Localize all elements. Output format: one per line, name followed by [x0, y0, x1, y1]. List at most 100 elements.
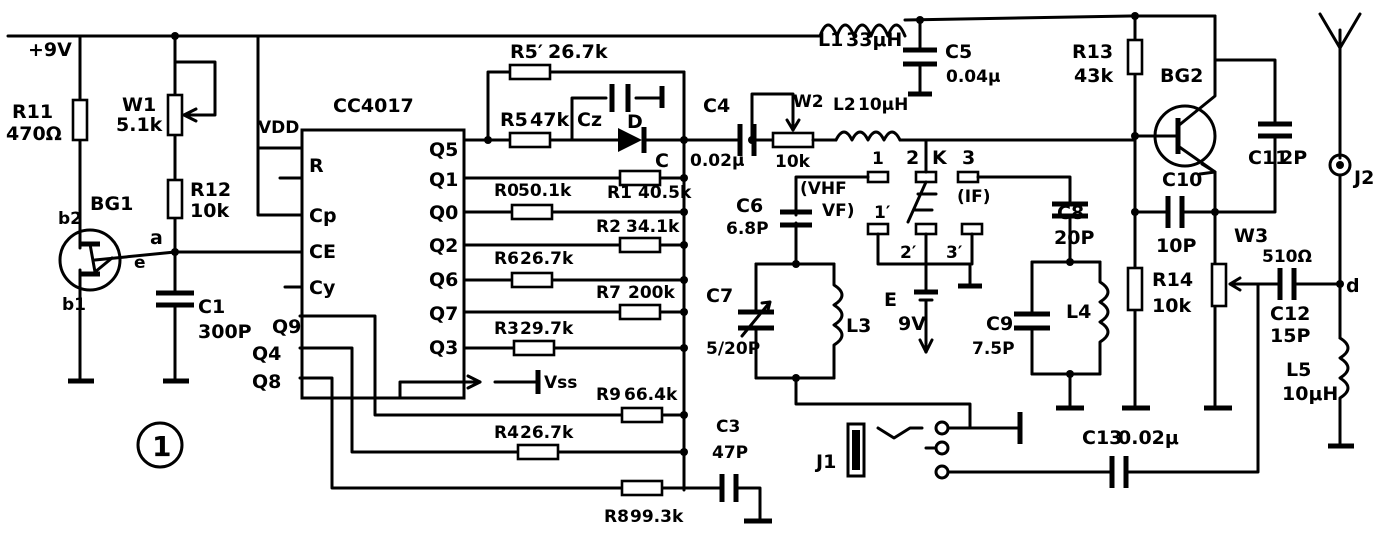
- pin-Q4: Q4: [252, 343, 281, 365]
- j2-label: J2: [1352, 167, 1374, 189]
- node-c: C: [655, 150, 669, 172]
- l3-label: L3: [846, 315, 871, 337]
- c11-label: C11: [1248, 147, 1288, 169]
- r0-value: 50.1k: [518, 181, 572, 201]
- pin-Q9: Q9: [272, 316, 301, 338]
- w1-potentiometer: [166, 93, 184, 137]
- c8-capacitor: [1052, 201, 1088, 219]
- rf-oscillator: [1122, 12, 1362, 449]
- w1-value: 5.1k: [116, 114, 163, 136]
- c9-capacitor: [1014, 311, 1050, 331]
- r6-resistor: [510, 271, 554, 289]
- r8-label: R8: [604, 507, 629, 527]
- pin-Q2: Q2: [429, 235, 458, 257]
- switch-vhf: (VHF: [800, 179, 847, 199]
- r11-label: R11: [12, 101, 53, 123]
- w3-label: W3: [1234, 225, 1268, 247]
- c5-value: 0.04μ: [946, 67, 1000, 87]
- switch-pos-3p: 3′: [946, 243, 963, 263]
- c9-label: C9: [986, 313, 1013, 335]
- r5-value: 47k: [530, 109, 569, 131]
- r4-label: R4: [494, 423, 519, 443]
- switch-pos-1: 1: [872, 149, 884, 169]
- r14-label: R14: [1152, 269, 1193, 291]
- j1-label: J1: [814, 451, 836, 473]
- r2-value: 34.1k: [626, 217, 680, 237]
- w3-value: 510Ω: [1262, 247, 1312, 267]
- r1-resistor: [618, 169, 662, 187]
- r1-value: 40.5k: [638, 183, 692, 203]
- c10-label: C10: [1162, 169, 1202, 191]
- resistor-ladder: [298, 63, 772, 524]
- l3-inductor: [832, 262, 844, 380]
- r2-resistor: [618, 236, 662, 254]
- pin-Q1: Q1: [429, 169, 458, 191]
- c9-value: 7.5P: [972, 339, 1015, 359]
- figure-number-circle: [136, 421, 184, 469]
- r11-value: 470Ω: [6, 123, 62, 145]
- r3-label: R3: [494, 319, 519, 339]
- w2-potentiometer: [771, 131, 815, 149]
- c8-label: C8: [1057, 202, 1084, 224]
- l1-value: 33μH: [846, 29, 902, 51]
- c1-label: C1: [198, 296, 225, 318]
- pin-Cp: Cp: [309, 205, 337, 227]
- c1-capacitor: [156, 290, 194, 308]
- r6-value: 26.7k: [520, 249, 574, 269]
- r8-resistor: [620, 479, 664, 497]
- r9-label: R9: [596, 385, 621, 405]
- r0-resistor: [510, 203, 554, 221]
- l2-inductor: [834, 130, 902, 142]
- l2-label: L2: [833, 95, 856, 115]
- c11-value: 2P: [1280, 147, 1307, 169]
- r1-label: R1: [607, 183, 632, 203]
- r12-value: 10k: [190, 200, 229, 222]
- r11-resistor: [71, 98, 89, 142]
- diode-d: [618, 128, 642, 152]
- r9-resistor: [620, 406, 664, 424]
- c1-value: 300P: [198, 321, 252, 343]
- c4-value: 0.02μ: [690, 151, 744, 171]
- ic-vss: Vss: [544, 373, 577, 393]
- r5p-value: 26.7k: [548, 41, 608, 63]
- r5p-resistor: [508, 63, 552, 81]
- switch-pos-2: 2: [906, 147, 919, 169]
- c8-value: 20P: [1054, 227, 1094, 249]
- w2-label: W2: [793, 92, 824, 112]
- r12-label: R12: [190, 179, 231, 201]
- bg1-label: BG1: [90, 193, 133, 215]
- r5-label: R5: [500, 109, 528, 131]
- c13-label: C13: [1082, 427, 1122, 449]
- c13-value: 0.02μ: [1118, 427, 1179, 449]
- bg1-e: e: [134, 253, 146, 273]
- r13-resistor: [1126, 38, 1144, 76]
- battery-label: E: [884, 289, 897, 311]
- supply-rail: [6, 14, 1217, 38]
- bg1-transistor: [58, 228, 177, 292]
- j1-and-c13: [846, 282, 1260, 488]
- c6-capacitor: [780, 209, 812, 228]
- c7-label: C7: [706, 285, 733, 307]
- c12-value: 15P: [1270, 325, 1310, 347]
- diode-label: D: [627, 111, 643, 133]
- switch-k: K: [932, 147, 948, 169]
- w2-value: 10k: [775, 152, 811, 172]
- if-tank: [1014, 200, 1110, 411]
- c6-label: C6: [736, 195, 763, 217]
- battery-value: 9V: [898, 313, 926, 335]
- r6-label: R6: [494, 249, 519, 269]
- r13-label: R13: [1072, 41, 1113, 63]
- pin-Q7: Q7: [429, 303, 458, 325]
- l4-label: L4: [1066, 301, 1091, 323]
- r14-resistor: [1126, 266, 1144, 312]
- bg1-b1: b1: [62, 295, 86, 315]
- c11-capacitor: [1258, 121, 1292, 139]
- l5-inductor: [1338, 336, 1350, 447]
- l1-inductor: [818, 23, 907, 38]
- pin-Q0: Q0: [429, 202, 458, 224]
- pin-Cy: Cy: [309, 277, 336, 299]
- cz-label: Cz: [577, 109, 602, 131]
- switch-pos-2p: 2′: [900, 243, 917, 263]
- node-a: a: [150, 227, 163, 249]
- c12-label: C12: [1270, 303, 1310, 325]
